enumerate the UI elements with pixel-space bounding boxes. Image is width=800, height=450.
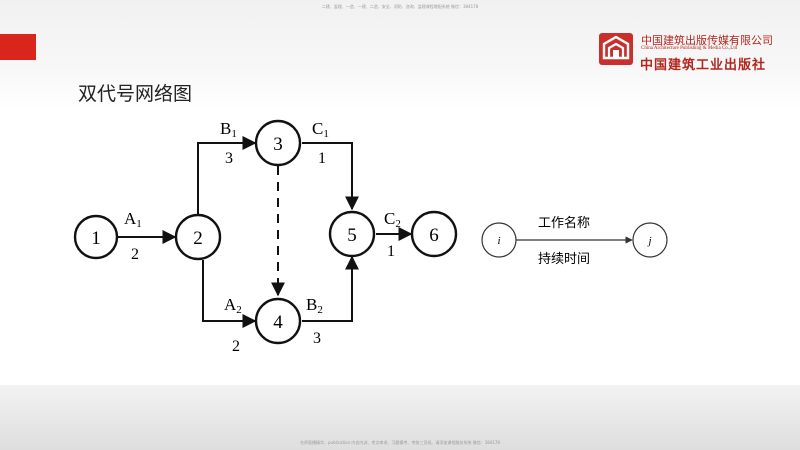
svg-text:A2: A2 [224, 295, 242, 316]
activity-C2: C2 1 [384, 209, 401, 260]
svg-text:B1: B1 [220, 119, 237, 140]
legend-work-name: 工作名称 [538, 215, 590, 231]
legend-end-node [632, 222, 668, 258]
slide-title: 双代号网络图 [78, 83, 193, 105]
svg-text:A1: A1 [124, 209, 142, 230]
duration-label: 3 [225, 150, 233, 167]
legend-duration: 持续时间 [538, 252, 590, 267]
publisher-name-cn: 中国建筑出版传媒有限公司 [641, 34, 773, 47]
node-label: 6 [429, 225, 439, 246]
svg-text:B2: B2 [306, 295, 323, 316]
edge-4-5 [302, 255, 359, 322]
node-6: 6 [410, 210, 458, 258]
node-2: 2 [174, 213, 222, 261]
activity-C1: C1 1 [312, 119, 329, 167]
node-1: 1 [73, 214, 119, 260]
legend-start-label: i [497, 235, 500, 247]
duration-label: 3 [313, 330, 321, 347]
node-label: 2 [193, 228, 203, 249]
node-3: 3 [254, 119, 302, 167]
top-watermark-note: 二建、监理、一造、一建、二造、安全、消防、咨询、监理课程增配系统 微信：3841… [321, 4, 479, 9]
activity-B1: B1 3 [220, 119, 237, 167]
footer-background [0, 385, 800, 450]
activity-A1: A1 2 [124, 209, 142, 263]
duration-label: 2 [131, 246, 139, 263]
node-4: 4 [254, 297, 302, 345]
legend-diagram: i j 工作名称 持续时间 [481, 215, 668, 267]
duration-label: 1 [387, 243, 395, 260]
publisher-name-en: China Architecture Publishing & Media Co… [641, 46, 738, 51]
edge-2-4 [202, 260, 257, 328]
publisher-brush-logo: 中国建筑工业出版社 [640, 58, 767, 73]
duration-label: 2 [232, 338, 240, 355]
activity-B2: B2 3 [306, 295, 323, 347]
activity-A2: A2 2 [224, 295, 242, 355]
bottom-watermark-note: 名师直播精华，publication 内含内训、考点串讲、习题模考、考前三页纸。… [300, 440, 500, 445]
legend-end-label: j [646, 235, 651, 247]
edge-2-3 [197, 136, 257, 214]
svg-text:C1: C1 [312, 119, 329, 140]
node-label: 3 [273, 134, 283, 155]
svg-text:C2: C2 [384, 209, 401, 230]
publisher-logo-icon [599, 33, 633, 65]
node-label: 5 [347, 225, 357, 246]
duration-label: 1 [318, 150, 326, 167]
header-background [0, 0, 800, 110]
node-label: 1 [91, 228, 101, 249]
node-label: 4 [273, 312, 283, 333]
red-accent-tab [0, 34, 36, 60]
node-5: 5 [328, 210, 376, 258]
edge-3-5 [302, 142, 359, 211]
